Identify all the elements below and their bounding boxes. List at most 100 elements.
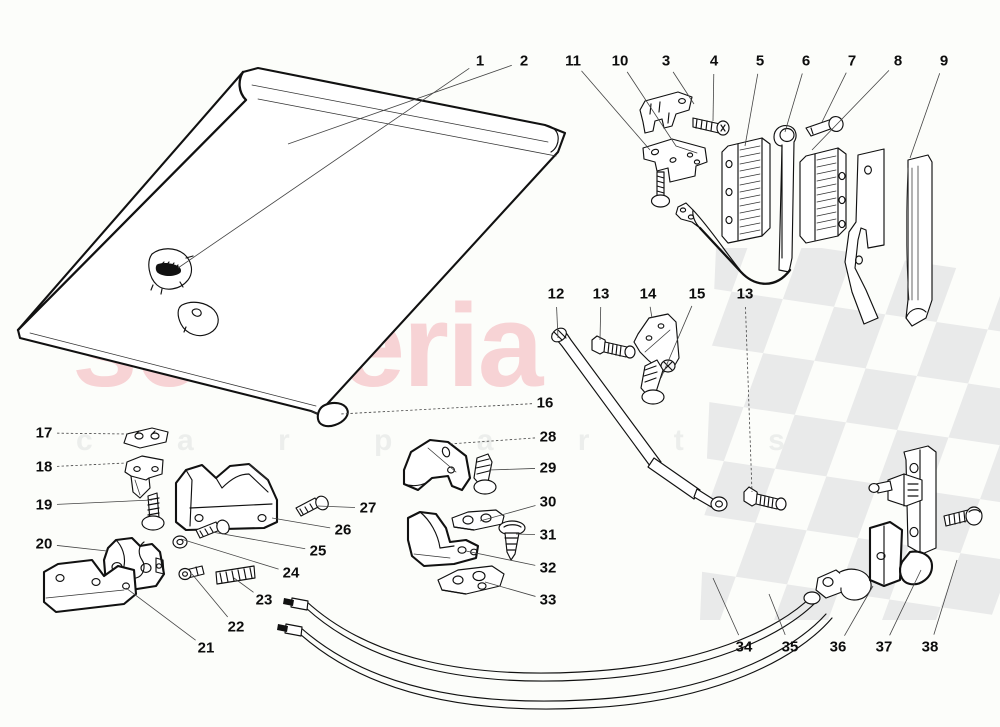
- part-gas-strut: [551, 327, 728, 512]
- part-bracket-bolt: [640, 359, 665, 405]
- callout-leader-34: [712, 577, 740, 636]
- part-strut-ball-stud-left: [591, 335, 636, 359]
- part-ribbed-rubber-pad-right: [799, 147, 847, 244]
- callout-number-15: 15: [688, 285, 706, 303]
- callout-leader-16: [339, 403, 533, 415]
- part-hood-bump-stop: [316, 401, 349, 428]
- part-latch-base-plate: [42, 558, 138, 614]
- part-latch-cover-shroud: [174, 462, 279, 532]
- callout-number-10: 10: [611, 52, 629, 70]
- callout-number-5: 5: [755, 52, 765, 70]
- callout-number-19: 19: [35, 496, 53, 514]
- callout-leader-38: [933, 559, 958, 635]
- callout-leader-13: [745, 306, 753, 493]
- callout-number-8: 8: [893, 52, 903, 70]
- callout-number-31: 31: [539, 526, 557, 544]
- callout-leader-10: [626, 71, 677, 147]
- part-striker-bracket: [124, 455, 164, 499]
- callout-leader-36: [844, 585, 874, 636]
- callout-number-11: 11: [565, 52, 581, 70]
- part-guide-tapping-screw: [498, 520, 526, 561]
- callout-number-1: 1: [475, 52, 485, 70]
- callout-leader-2: [287, 64, 512, 145]
- callout-leader-6: [784, 73, 803, 133]
- callout-number-12: 12: [547, 285, 565, 303]
- callout-leader-22: [191, 573, 229, 618]
- part-cable-retainer-clamp: [406, 510, 480, 568]
- callout-leader-8: [811, 70, 890, 151]
- callout-leader-13: [599, 306, 602, 341]
- callout-leader-18: [56, 462, 127, 467]
- callout-leader-7: [821, 72, 847, 123]
- callout-leader-28: [448, 437, 536, 445]
- callout-leader-4: [712, 73, 715, 122]
- callout-number-6: 6: [801, 52, 811, 70]
- part-hood-panel: [16, 66, 567, 416]
- callout-leader-15: [660, 305, 693, 379]
- callout-leader-5: [744, 73, 759, 147]
- callout-number-22: 22: [227, 618, 245, 636]
- part-guide-plate: [451, 509, 505, 531]
- part-guide-screw: [473, 453, 497, 495]
- callout-leader-35: [768, 593, 786, 636]
- callout-leader-30: [479, 505, 536, 522]
- part-cable-terminal: [815, 568, 872, 601]
- callout-number-35: 35: [781, 638, 799, 656]
- callout-leader-14: [649, 306, 653, 319]
- callout-number-26: 26: [334, 521, 352, 539]
- callout-number-17: 17: [35, 424, 53, 442]
- part-release-lever-handle: [868, 445, 937, 586]
- callout-leader-19: [56, 499, 153, 505]
- part-strut-ball-stud-right: [743, 486, 787, 511]
- part-release-cable-secondary: [277, 613, 833, 710]
- part-hinge-stay-bracket: [642, 138, 708, 183]
- callout-leader-25: [211, 531, 306, 550]
- callout-number-34: 34: [735, 638, 753, 656]
- part-hinge-mounting-screw: [650, 171, 671, 208]
- part-pivot-pin: [805, 115, 844, 137]
- callout-number-24: 24: [282, 564, 300, 582]
- callout-leader-3: [672, 71, 695, 105]
- callout-number-25: 25: [309, 542, 327, 560]
- callout-leader-32: [465, 550, 536, 566]
- callout-number-18: 18: [35, 458, 53, 476]
- callout-leader-23: [233, 577, 254, 593]
- callout-number-13: 13: [592, 285, 610, 303]
- callout-number-23: 23: [255, 591, 273, 609]
- callout-number-29: 29: [539, 459, 557, 477]
- part-lever-mounting-screw: [943, 506, 983, 527]
- part-ribbed-rubber-pad-left: [721, 137, 771, 244]
- callout-leader-20: [56, 545, 108, 552]
- callout-leader-29: [488, 468, 536, 471]
- callout-number-30: 30: [539, 493, 557, 511]
- callout-number-3: 3: [661, 52, 671, 70]
- part-latch-washer: [172, 535, 188, 549]
- part-latch-spring: [215, 565, 256, 585]
- callout-leader-31: [515, 533, 536, 535]
- callout-leader-26: [271, 517, 331, 529]
- part-hinge-bracket-plate: [639, 91, 693, 134]
- callout-leader-27: [317, 505, 356, 508]
- callout-leader-17: [56, 432, 129, 435]
- callout-number-7: 7: [847, 52, 857, 70]
- callout-number-27: 27: [359, 499, 377, 517]
- callout-number-33: 33: [539, 591, 557, 609]
- callout-leader-33: [484, 581, 536, 597]
- callout-number-9: 9: [939, 52, 949, 70]
- callout-number-13: 13: [736, 285, 754, 303]
- callout-number-36: 36: [829, 638, 847, 656]
- callout-leader-9: [909, 73, 941, 159]
- callout-number-38: 38: [921, 638, 939, 656]
- part-hinge-bolt: [692, 117, 730, 136]
- callout-number-2: 2: [519, 52, 529, 70]
- part-release-cable-primary: [283, 591, 821, 682]
- callout-leader-37: [889, 569, 922, 636]
- callout-leader-21: [125, 587, 196, 641]
- callout-number-14: 14: [639, 285, 657, 303]
- callout-number-32: 32: [539, 559, 557, 577]
- callout-number-20: 20: [35, 535, 53, 553]
- part-release-lever-cover: [868, 520, 904, 588]
- part-latch-pin: [178, 565, 205, 581]
